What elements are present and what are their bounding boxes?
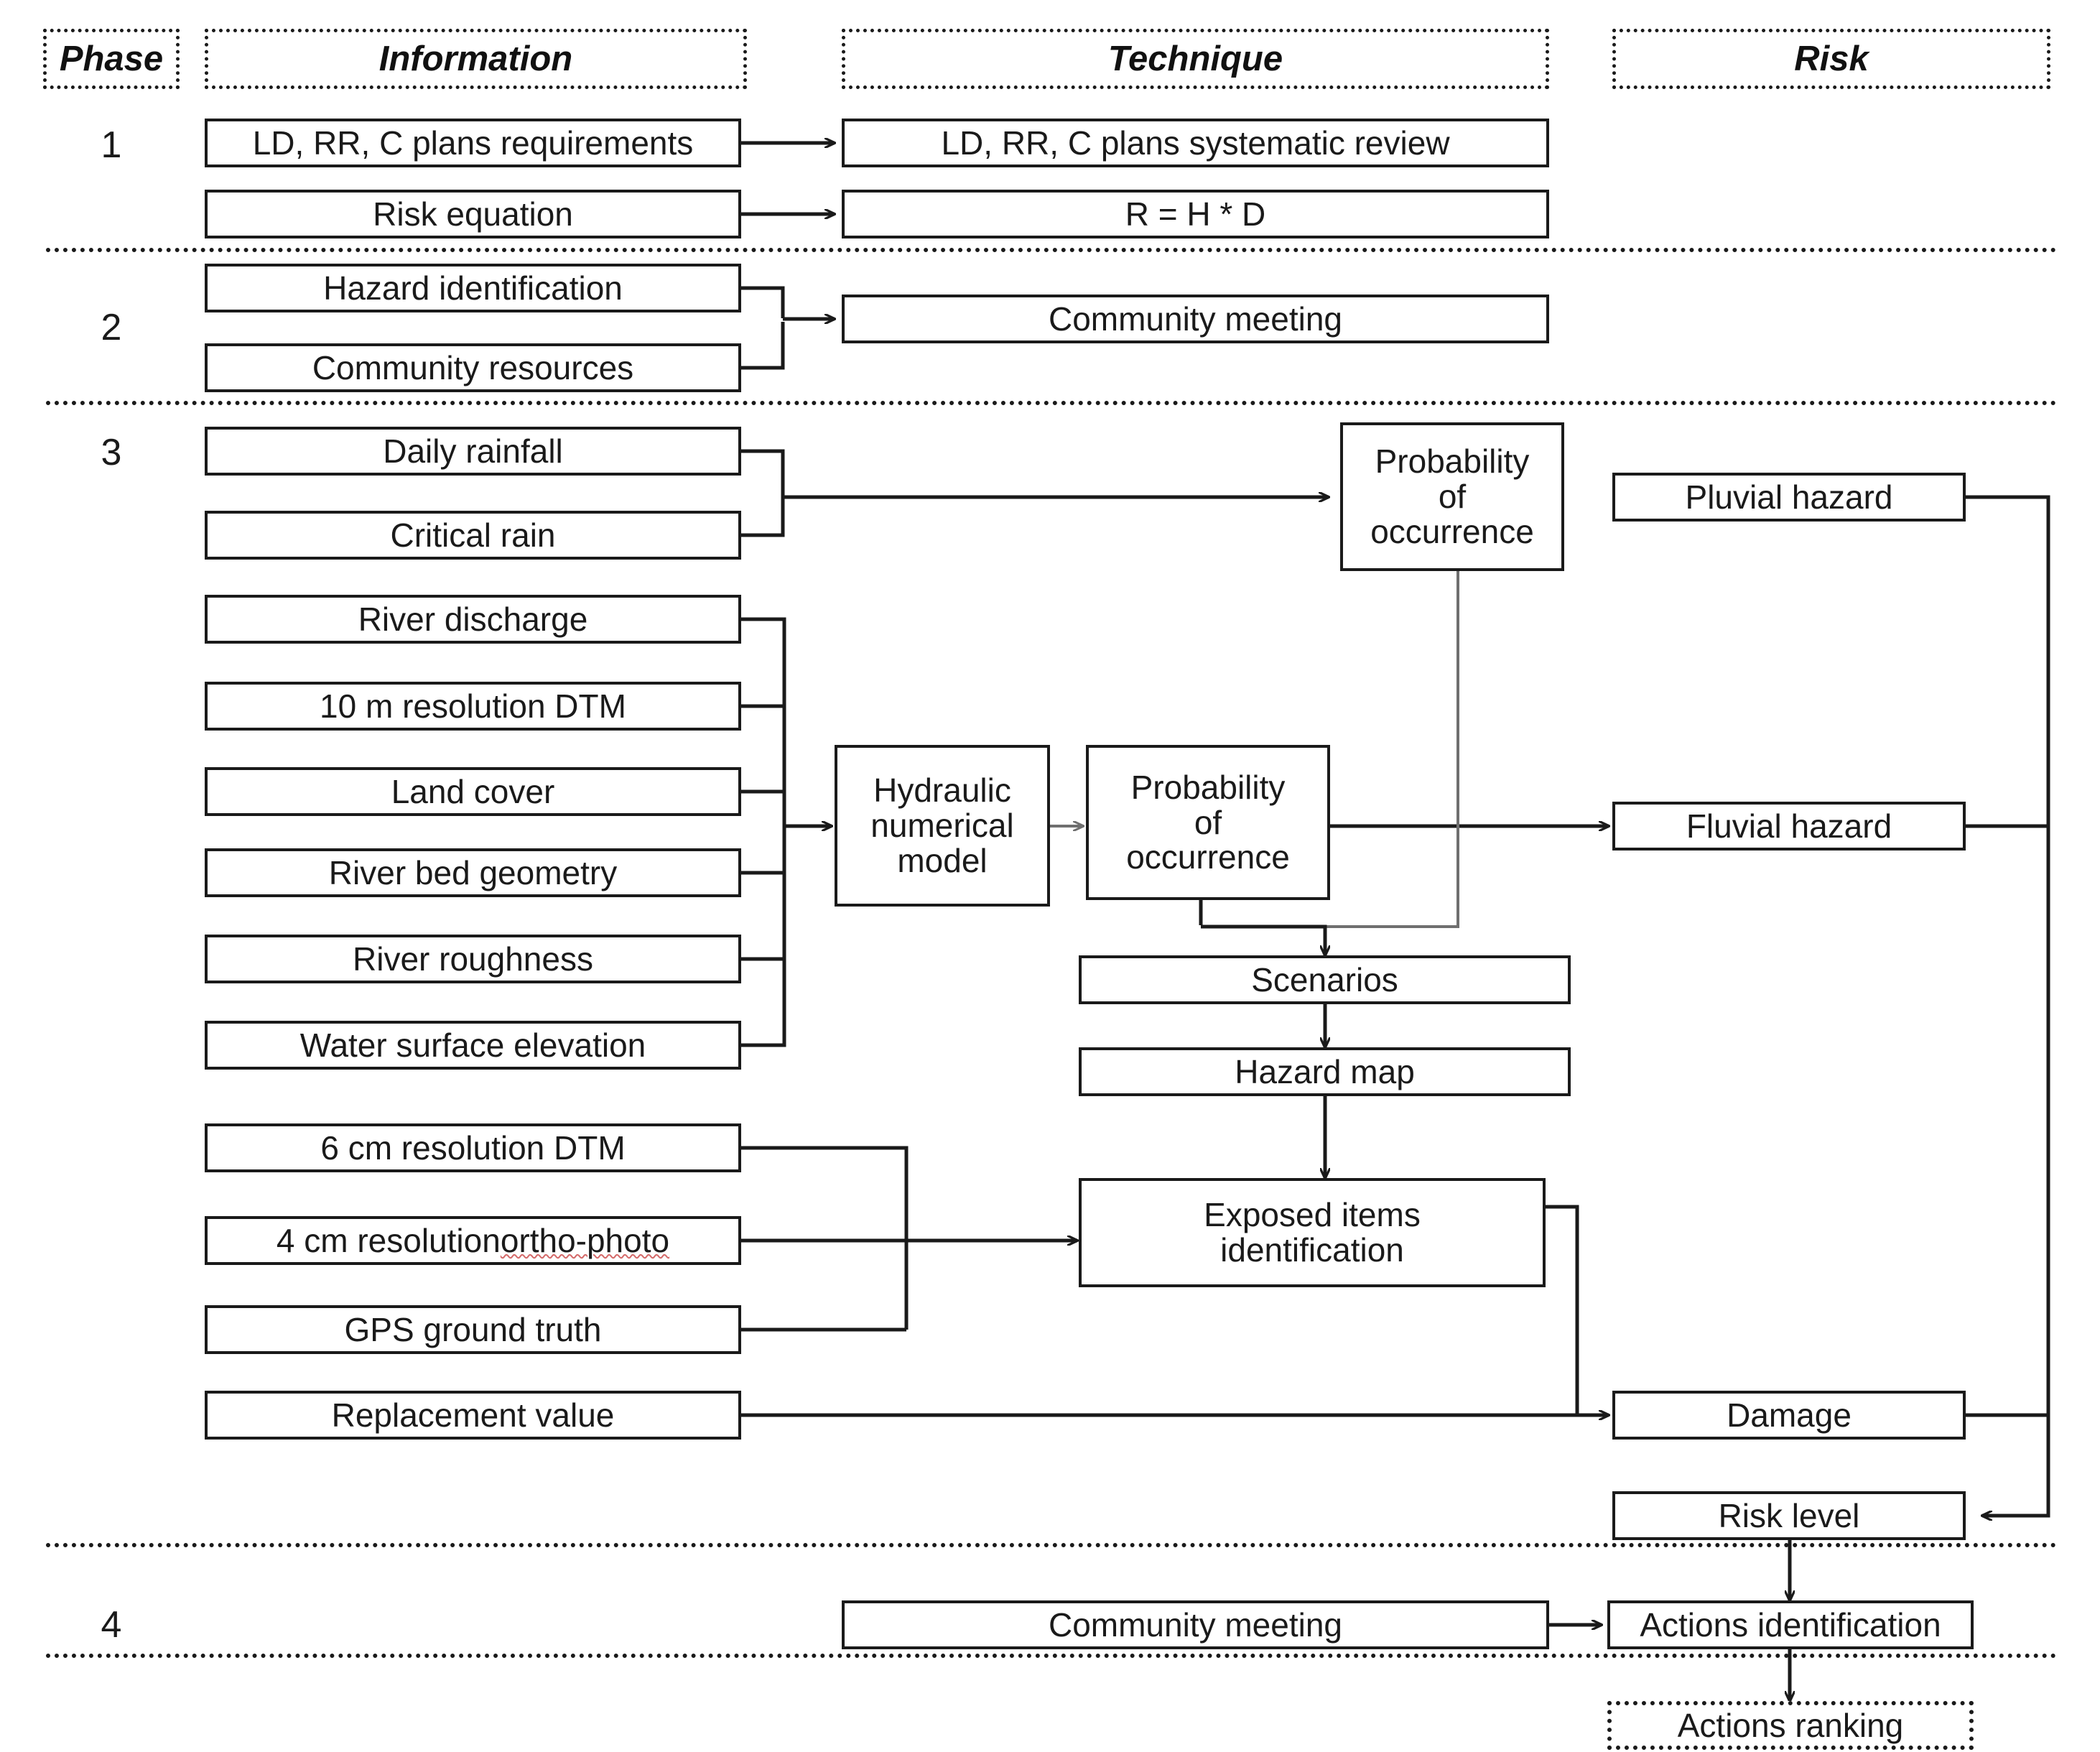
node-fluvial-hazard[interactable]: Fluvial hazard — [1612, 802, 1966, 850]
node-label: Scenarios — [1251, 960, 1398, 998]
node-label: R = H * D — [1125, 195, 1266, 233]
node-label: Land cover — [391, 772, 555, 810]
phase-number-1: 1 — [101, 124, 122, 166]
node-4cm-resolution-ortho-photo[interactable]: 4 cm resolution ortho-photo — [205, 1216, 741, 1265]
node-river-discharge[interactable]: River discharge — [205, 595, 741, 644]
node-label: River roughness — [353, 940, 593, 978]
column-header-technique-label: Technique — [1107, 40, 1283, 78]
phase-number-4: 4 — [101, 1604, 122, 1646]
node-community-resources[interactable]: Community resources — [205, 343, 741, 392]
node-label: Daily rainfall — [383, 432, 563, 470]
node-label: Risk level — [1718, 1496, 1860, 1534]
node-damage[interactable]: Damage — [1612, 1391, 1966, 1440]
phase-separator-3-4 — [46, 1543, 2057, 1547]
node-label-line1: Probability — [1375, 442, 1530, 481]
node-10m-resolution-dtm[interactable]: 10 m resolution DTM — [205, 682, 741, 731]
node-label: Water surface elevation — [299, 1026, 646, 1064]
node-gps-ground-truth[interactable]: GPS ground truth — [205, 1305, 741, 1354]
node-probability-of-occurrence-fluvial[interactable]: Probability of occurrence — [1086, 745, 1330, 900]
column-header-risk-label: Risk — [1794, 40, 1869, 78]
node-label: 10 m resolution DTM — [320, 687, 626, 725]
phase-separator-1-2 — [46, 248, 2057, 252]
node-label: 6 cm resolution DTM — [320, 1128, 626, 1167]
node-hazard-identification[interactable]: Hazard identification — [205, 264, 741, 312]
node-label-line1: Exposed items — [1204, 1196, 1421, 1234]
node-actions-ranking[interactable]: Actions ranking — [1607, 1701, 1974, 1750]
column-header-information-label: Information — [378, 40, 573, 78]
column-header-phase-label: Phase — [59, 40, 164, 78]
node-exposed-items-identification[interactable]: Exposed items identification — [1079, 1178, 1546, 1287]
node-label-spellchecked: ortho-photo — [500, 1221, 670, 1259]
node-replacement-value[interactable]: Replacement value — [205, 1391, 741, 1440]
column-header-information: Information — [205, 29, 747, 89]
node-label: Damage — [1727, 1396, 1852, 1434]
column-header-risk: Risk — [1612, 29, 2050, 89]
node-label: Community resources — [312, 348, 634, 386]
column-header-phase: Phase — [43, 29, 180, 89]
column-header-technique: Technique — [842, 29, 1549, 89]
node-label-prefix: 4 cm resolution — [276, 1221, 501, 1259]
node-label: LD, RR, C plans systematic review — [941, 124, 1450, 162]
node-label: LD, RR, C plans requirements — [252, 124, 694, 162]
node-river-roughness[interactable]: River roughness — [205, 935, 741, 983]
node-community-meeting-phase4[interactable]: Community meeting — [842, 1600, 1549, 1649]
node-label: Pluvial hazard — [1685, 478, 1893, 516]
phase-separator-2-3 — [46, 401, 2057, 405]
phase-number-3: 3 — [101, 432, 122, 473]
node-probability-of-occurrence-pluvial[interactable]: Probability of occurrence — [1340, 422, 1564, 571]
node-ld-rr-c-plans-systematic-review[interactable]: LD, RR, C plans systematic review — [842, 119, 1549, 167]
node-label: Community meeting — [1048, 1605, 1343, 1644]
node-scenarios[interactable]: Scenarios — [1079, 955, 1571, 1004]
node-label: River discharge — [358, 600, 588, 638]
node-label: Fluvial hazard — [1686, 807, 1892, 845]
node-label-line3: occurrence — [1370, 512, 1534, 550]
phase-number-2: 2 — [101, 307, 122, 348]
node-water-surface-elevation[interactable]: Water surface elevation — [205, 1021, 741, 1070]
node-label-line2: of — [1438, 478, 1467, 516]
node-label: Hazard map — [1235, 1052, 1415, 1090]
node-community-meeting-phase2[interactable]: Community meeting — [842, 295, 1549, 343]
node-land-cover[interactable]: Land cover — [205, 767, 741, 816]
node-label: Actions identification — [1640, 1605, 1941, 1644]
node-label-line1: Probability — [1130, 768, 1286, 806]
node-hydraulic-numerical-model[interactable]: Hydraulic numerical model — [835, 745, 1050, 907]
node-label: River bed geometry — [328, 853, 618, 891]
node-river-bed-geometry[interactable]: River bed geometry — [205, 848, 741, 897]
node-ld-rr-c-plans-requirements[interactable]: LD, RR, C plans requirements — [205, 119, 741, 167]
node-label: Risk equation — [373, 195, 573, 233]
node-risk-equation[interactable]: Risk equation — [205, 190, 741, 238]
node-label: Actions ranking — [1677, 1707, 1904, 1744]
node-label-line2: identification — [1220, 1231, 1404, 1269]
node-label-line2: numerical — [870, 807, 1014, 845]
node-label-line3: occurrence — [1126, 838, 1290, 876]
node-risk-level[interactable]: Risk level — [1612, 1491, 1966, 1540]
node-label: Replacement value — [331, 1396, 615, 1434]
node-label: Community meeting — [1048, 300, 1343, 338]
node-label-line3: model — [897, 841, 988, 879]
node-label: Critical rain — [390, 516, 556, 554]
node-label-line1: Hydraulic — [873, 771, 1011, 810]
node-actions-identification[interactable]: Actions identification — [1607, 1600, 1974, 1649]
node-critical-rain[interactable]: Critical rain — [205, 511, 741, 560]
node-daily-rainfall[interactable]: Daily rainfall — [205, 427, 741, 476]
node-6cm-resolution-dtm[interactable]: 6 cm resolution DTM — [205, 1123, 741, 1172]
node-pluvial-hazard[interactable]: Pluvial hazard — [1612, 473, 1966, 522]
node-label: GPS ground truth — [344, 1310, 602, 1348]
node-label: Hazard identification — [323, 269, 623, 307]
node-hazard-map[interactable]: Hazard map — [1079, 1047, 1571, 1096]
phase-separator-4-end — [46, 1654, 2057, 1658]
node-risk-formula[interactable]: R = H * D — [842, 190, 1549, 238]
node-label-line2: of — [1194, 803, 1222, 841]
